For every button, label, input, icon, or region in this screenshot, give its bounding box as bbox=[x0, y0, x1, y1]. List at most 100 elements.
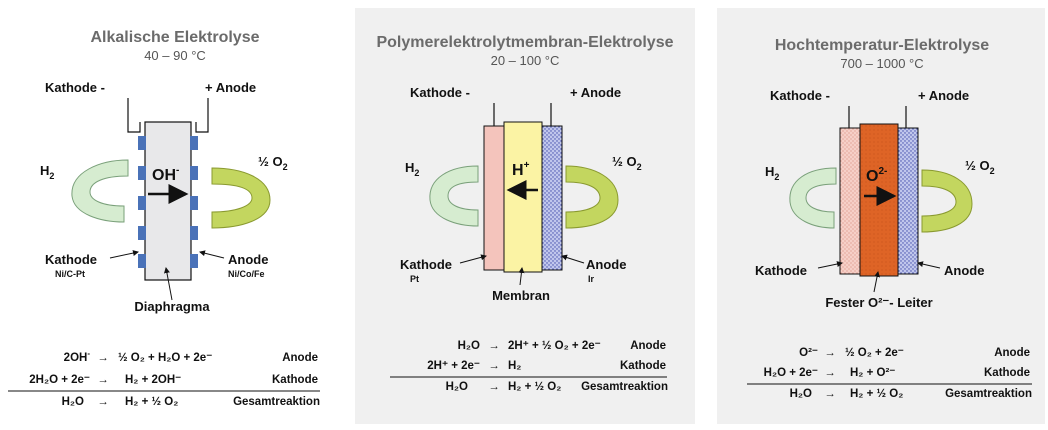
eq-kathode-left: 2H⁺ + 2e⁻ bbox=[427, 360, 480, 372]
anode-material: Ir bbox=[588, 274, 595, 284]
separator-pointer bbox=[163, 267, 173, 301]
panel-title: Hochtemperatur-Elektrolyse bbox=[775, 37, 989, 54]
eq-total-right: H₂ + ½ O₂ bbox=[508, 381, 561, 393]
kathode-label: Kathode bbox=[755, 263, 807, 278]
anode-pointer bbox=[561, 254, 585, 264]
kathode-material: Pt bbox=[410, 274, 419, 284]
eq-total-left: H₂O bbox=[62, 396, 84, 408]
panel-pem: Polymerelektrolytmembran-Elektrolyse 20 … bbox=[355, 8, 695, 424]
o2-label: ½ O2 bbox=[258, 154, 288, 172]
eq-anode-arrow: → bbox=[97, 352, 109, 364]
anode-electrode bbox=[190, 136, 198, 268]
eq-total-right: H₂ + ½ O₂ bbox=[125, 396, 178, 408]
h2-label: H2 bbox=[405, 160, 419, 178]
anode-label: Anode bbox=[944, 263, 984, 278]
eq-total-arrow: → bbox=[824, 388, 836, 400]
eq-kathode-right: H₂ + 2OH⁻ bbox=[125, 374, 181, 386]
o2-gas-arrow bbox=[211, 167, 271, 229]
cathode-electrode bbox=[138, 136, 146, 268]
separator-pointer bbox=[873, 271, 880, 293]
eq-total-left: H₂O bbox=[790, 388, 812, 400]
ion-label: OH- bbox=[152, 165, 179, 184]
anode-wire bbox=[195, 98, 209, 133]
eq-kathode-right: H₂ + O²⁻ bbox=[850, 367, 895, 379]
separator-pointer bbox=[518, 267, 525, 286]
eq-kathode-arrow: → bbox=[97, 374, 109, 386]
eq-anode-arrow: → bbox=[488, 340, 500, 352]
ion-label: H+ bbox=[512, 160, 530, 179]
eq-anode-left: 2OH- bbox=[64, 349, 91, 364]
anode-pole-label: + Anode bbox=[918, 88, 969, 103]
eq-anode-arrow: → bbox=[824, 347, 836, 359]
anode-label: Anode bbox=[228, 252, 268, 267]
electrolyte-cell bbox=[144, 121, 192, 281]
electrolyte-layer bbox=[859, 123, 899, 277]
eq-anode-right: 2H⁺ + ½ O₂ + 2e⁻ bbox=[508, 340, 601, 352]
h2-gas-arrow bbox=[71, 159, 129, 223]
eq-total-name: Gesamtreaktion bbox=[581, 381, 668, 393]
eq-kathode-arrow: → bbox=[488, 360, 500, 372]
anode-pointer bbox=[199, 250, 225, 259]
eq-kathode-name: Kathode bbox=[620, 360, 666, 372]
h2-label: H2 bbox=[765, 164, 779, 182]
eq-total-arrow: → bbox=[488, 381, 500, 393]
separator-label: Fester O²⁻- Leiter bbox=[825, 295, 932, 310]
anode-pole-label: + Anode bbox=[205, 80, 256, 95]
eq-kathode-right: H₂ bbox=[508, 360, 521, 372]
panel-temperature: 700 – 1000 °C bbox=[840, 56, 923, 71]
reaction-equations: H₂O → 2H⁺ + ½ O₂ + 2e⁻ Anode 2H⁺ + 2e⁻ →… bbox=[390, 340, 668, 393]
cathode-wire bbox=[127, 98, 141, 133]
kathode-label: Kathode bbox=[45, 252, 97, 267]
o2-gas-arrow bbox=[565, 165, 619, 229]
eq-anode-name: Anode bbox=[630, 340, 666, 352]
eq-total-left: H₂O bbox=[446, 381, 468, 393]
kathode-material: Ni/C-Pt bbox=[55, 269, 85, 279]
eq-anode-left: H₂O bbox=[458, 340, 480, 352]
kathode-pointer bbox=[817, 261, 843, 269]
reaction-equations: 2OH- → ½ O₂ + H₂O + 2e⁻ Anode 2H₂O + 2e⁻… bbox=[8, 349, 320, 408]
panel-temperature: 20 – 100 °C bbox=[491, 53, 560, 68]
panel-alkaline: Alkalische Elektrolyse 40 – 90 °C Kathod… bbox=[8, 29, 320, 408]
eq-total-name: Gesamtreaktion bbox=[945, 388, 1032, 400]
membrane-layer bbox=[503, 121, 543, 273]
cathode-pole-label: Kathode - bbox=[410, 85, 470, 100]
kathode-label: Kathode bbox=[400, 257, 452, 272]
panel-high-temperature: Hochtemperatur-Elektrolyse 700 – 1000 °C… bbox=[717, 8, 1045, 424]
o2-gas-arrow bbox=[921, 169, 973, 233]
reaction-equations: O²⁻ → ½ O₂ + 2e⁻ Anode H₂O + 2e⁻ → H₂ + … bbox=[747, 347, 1032, 400]
cathode-layer bbox=[483, 125, 505, 271]
eq-kathode-left: 2H₂O + 2e⁻ bbox=[29, 374, 90, 386]
eq-kathode-name: Kathode bbox=[984, 367, 1030, 379]
anode-material: Ni/Co/Fe bbox=[228, 269, 265, 279]
anode-layer bbox=[541, 125, 563, 271]
cathode-layer bbox=[839, 127, 861, 275]
eq-anode-name: Anode bbox=[994, 347, 1030, 359]
panel-title: Alkalische Elektrolyse bbox=[91, 29, 260, 46]
eq-anode-right: ½ O₂ + 2e⁻ bbox=[845, 347, 904, 359]
o2-label: ½ O2 bbox=[965, 158, 995, 176]
eq-total-right: H₂ + ½ O₂ bbox=[850, 388, 903, 400]
kathode-pointer bbox=[109, 250, 139, 259]
h2-gas-arrow bbox=[789, 167, 837, 229]
eq-anode-right: ½ O₂ + H₂O + 2e⁻ bbox=[118, 352, 212, 364]
h2-gas-arrow bbox=[429, 165, 479, 227]
cathode-pole-label: Kathode - bbox=[45, 80, 105, 95]
eq-anode-name: Anode bbox=[282, 352, 318, 364]
separator-label: Diaphragma bbox=[134, 299, 210, 314]
anode-pointer bbox=[917, 261, 941, 269]
h2-label: H2 bbox=[40, 163, 54, 181]
eq-total-arrow: → bbox=[97, 396, 109, 408]
o2-label: ½ O2 bbox=[612, 154, 642, 172]
eq-kathode-arrow: → bbox=[824, 367, 836, 379]
anode-pole-label: + Anode bbox=[570, 85, 621, 100]
anode-layer bbox=[897, 127, 919, 275]
eq-kathode-name: Kathode bbox=[272, 374, 318, 386]
panel-title: Polymerelektrolytmembran-Elektrolyse bbox=[376, 34, 673, 51]
separator-label: Membran bbox=[492, 288, 550, 303]
ion-label: O2- bbox=[866, 166, 887, 185]
panel-temperature: 40 – 90 °C bbox=[144, 48, 206, 63]
cathode-pole-label: Kathode - bbox=[770, 88, 830, 103]
eq-kathode-left: H₂O + 2e⁻ bbox=[764, 367, 818, 379]
eq-anode-left: O²⁻ bbox=[799, 347, 818, 359]
